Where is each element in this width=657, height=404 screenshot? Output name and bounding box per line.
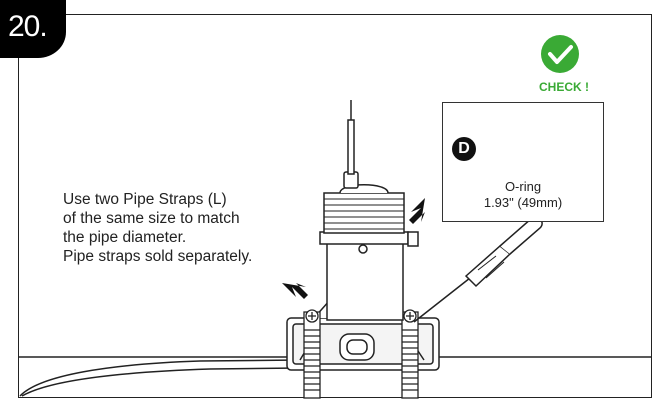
part-letter-badge: D [452,137,476,161]
part-callout: D O-ring 1.93" (49mm) [442,102,604,222]
check-label: CHECK ! [539,80,589,94]
sensor-body [319,184,419,321]
instruction-line: Use two Pipe Straps (L) [63,191,227,208]
screwdriver [413,216,543,323]
instruction-line: of the same size to match [63,210,240,227]
part-size: 1.93" (49mm) [483,195,563,210]
strap-band-right [401,311,419,399]
strap-screw-right [403,309,417,323]
step-number: 20. [8,10,48,43]
part-name: O-ring [504,179,542,194]
probe [343,100,359,189]
arrow-left-icon [282,283,308,299]
step-badge: 20. [0,0,66,58]
strap-band-left [303,311,321,399]
instruction-line: Pipe straps sold separately. [63,248,253,265]
check-circle-icon [541,35,579,73]
instruction-text: Use two Pipe Straps (L) of the same size… [63,190,252,266]
instruction-line: the pipe diameter. [63,229,187,246]
strap-screw-left [305,309,319,323]
arrow-upper-right-icon [409,198,425,224]
